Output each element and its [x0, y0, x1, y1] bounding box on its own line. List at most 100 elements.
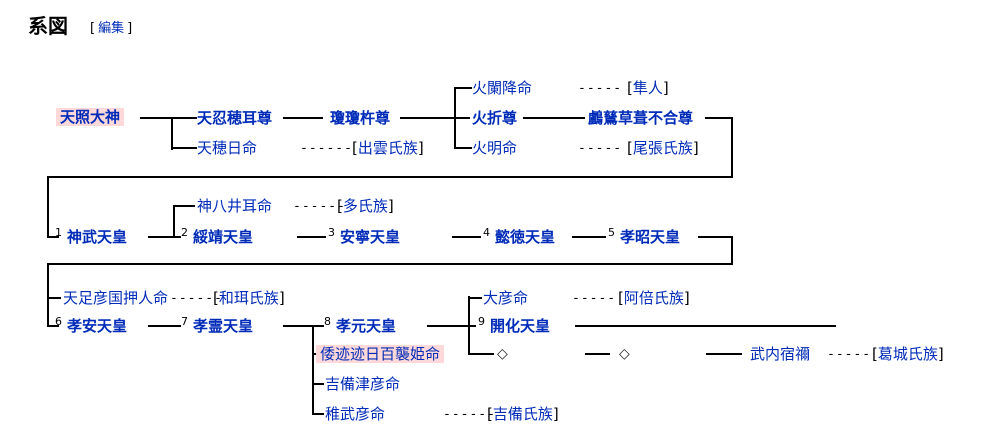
link-amenohohi[interactable]: 天穂日命: [197, 139, 258, 157]
clan-abe: [阿倍氏族]: [618, 287, 690, 309]
clan-kibi-link[interactable]: 吉備氏族: [492, 405, 553, 423]
emperor-number: 7: [181, 315, 188, 328]
emperor-number: 1: [55, 226, 62, 239]
bracket-close: ]: [683, 289, 690, 307]
tree-line-h: [312, 383, 324, 385]
link-momoso[interactable]: 倭迹迹日百襲姫命: [316, 345, 445, 363]
dashed-line-oo: ------: [293, 199, 346, 214]
node-wakatakehiko: 稚武彦命: [325, 403, 385, 425]
tree-line-h: [173, 205, 195, 207]
link-kosho[interactable]: 孝昭天皇: [620, 228, 681, 246]
tree-line-h: [706, 353, 742, 355]
tree-line-h: [585, 353, 610, 355]
tree-line-h: [148, 325, 181, 327]
dashed-line-owari: -----: [578, 141, 623, 156]
dashed-line-kibi: ------: [443, 407, 496, 422]
bracket-open: [: [627, 139, 633, 157]
edit-bracket-open: [: [90, 21, 96, 36]
link-amaterasu[interactable]: 天照大神: [56, 108, 125, 126]
link-oshihomimi[interactable]: 天忍穂耳尊: [197, 109, 273, 127]
link-wakatakehiko[interactable]: 稚武彦命: [325, 405, 386, 423]
bracket-close: ]: [417, 139, 424, 157]
clan-wani-link[interactable]: 和珥氏族: [218, 289, 279, 307]
tree-line-h: [523, 117, 585, 119]
node-emperor-1: 1 神武天皇: [55, 226, 127, 248]
link-suizei[interactable]: 綏靖天皇: [193, 228, 254, 246]
link-itoku[interactable]: 懿徳天皇: [495, 228, 556, 246]
tree-line-h: [47, 236, 59, 238]
emperor-number: 3: [328, 226, 335, 239]
tree-line-h: [148, 236, 181, 238]
node-hoakari: 火明命: [472, 137, 517, 159]
clan-owari-link[interactable]: 尾張氏族: [632, 139, 693, 157]
clan-izumo-link[interactable]: 出雲氏族: [357, 139, 418, 157]
tree-line-v: [47, 176, 49, 238]
tree-line-h: [468, 297, 482, 299]
link-kamuyaimimi[interactable]: 神八井耳命: [197, 197, 273, 215]
tree-line-h: [575, 325, 836, 327]
unnamed-person-diamond: ◇: [619, 346, 630, 362]
node-emperor-8: 8 孝元天皇: [324, 315, 396, 337]
tree-line-h: [468, 353, 494, 355]
tree-line-h: [47, 176, 733, 178]
emperor-number: 5: [608, 226, 615, 239]
link-kibitsuhiko[interactable]: 吉備津彦命: [325, 375, 401, 393]
tree-line-h: [47, 325, 59, 327]
tree-line-h: [312, 325, 324, 327]
node-hoori: 火折尊: [472, 107, 517, 129]
link-kogen[interactable]: 孝元天皇: [336, 317, 397, 335]
link-obiko[interactable]: 大彦命: [483, 289, 529, 307]
clan-abe-link[interactable]: 阿倍氏族: [623, 289, 684, 307]
tree-line-h: [452, 236, 481, 238]
bracket-close: ]: [662, 79, 669, 97]
dashed-line-abe: -----: [572, 291, 617, 306]
clan-kibi: [吉備氏族]: [487, 403, 559, 425]
tree-line-h: [140, 117, 173, 119]
link-korei[interactable]: 孝霊天皇: [193, 317, 254, 335]
link-hoakari[interactable]: 火明命: [472, 139, 518, 157]
link-honosusori[interactable]: 火闌降命: [472, 79, 533, 97]
link-kaika[interactable]: 開化天皇: [490, 317, 551, 335]
clan-owari: [尾張氏族]: [627, 137, 699, 159]
clan-oo: [多氏族]: [337, 195, 394, 217]
tree-line-h: [171, 117, 197, 119]
edit-link[interactable]: 編集: [98, 21, 125, 36]
link-hoori[interactable]: 火折尊: [472, 109, 518, 127]
bracket-open: [: [487, 405, 493, 423]
tree-line-v: [171, 117, 173, 150]
link-koan[interactable]: 孝安天皇: [67, 317, 128, 335]
tree-line-h: [698, 236, 733, 238]
tree-line-h: [297, 236, 326, 238]
tree-line-h: [705, 117, 733, 119]
clan-hayato-link[interactable]: 隼人: [632, 79, 663, 97]
link-ugayafukiaezu[interactable]: 鸕鶿草葺不合尊: [588, 109, 694, 127]
node-momoso: 倭迹迹日百襲姫命: [316, 343, 445, 365]
page-title: 系図: [28, 14, 68, 38]
tree-line-v: [312, 325, 314, 415]
tree-line-h: [427, 325, 476, 327]
tree-line-h: [312, 413, 324, 415]
link-amatarashihiko[interactable]: 天足彦国押人命: [63, 289, 169, 307]
tree-line-v: [731, 236, 733, 265]
emperor-number: 8: [324, 315, 331, 328]
link-ninigi[interactable]: 瓊瓊杵尊: [330, 109, 391, 127]
link-jimmu[interactable]: 神武天皇: [67, 228, 128, 246]
clan-katsuragi-link[interactable]: 葛城氏族: [877, 345, 938, 363]
clan-oo-link[interactable]: 多氏族: [342, 197, 388, 215]
bracket-close: ]: [552, 405, 559, 423]
bracket-open: [: [627, 79, 633, 97]
tree-line-v: [454, 87, 456, 149]
bracket-close: ]: [937, 345, 944, 363]
node-emperor-5: 5 孝昭天皇: [608, 226, 680, 248]
edit-bracket-close: ]: [127, 21, 133, 36]
bracket-close: ]: [387, 197, 394, 215]
node-emperor-3: 3 安寧天皇: [328, 226, 400, 248]
node-takeuchi: 武内宿禰: [750, 343, 810, 365]
link-takeuchi[interactable]: 武内宿禰: [750, 345, 811, 363]
bracket-close: ]: [692, 139, 699, 157]
link-annei[interactable]: 安寧天皇: [340, 228, 401, 246]
node-amenohohi: 天穂日命: [197, 137, 257, 159]
